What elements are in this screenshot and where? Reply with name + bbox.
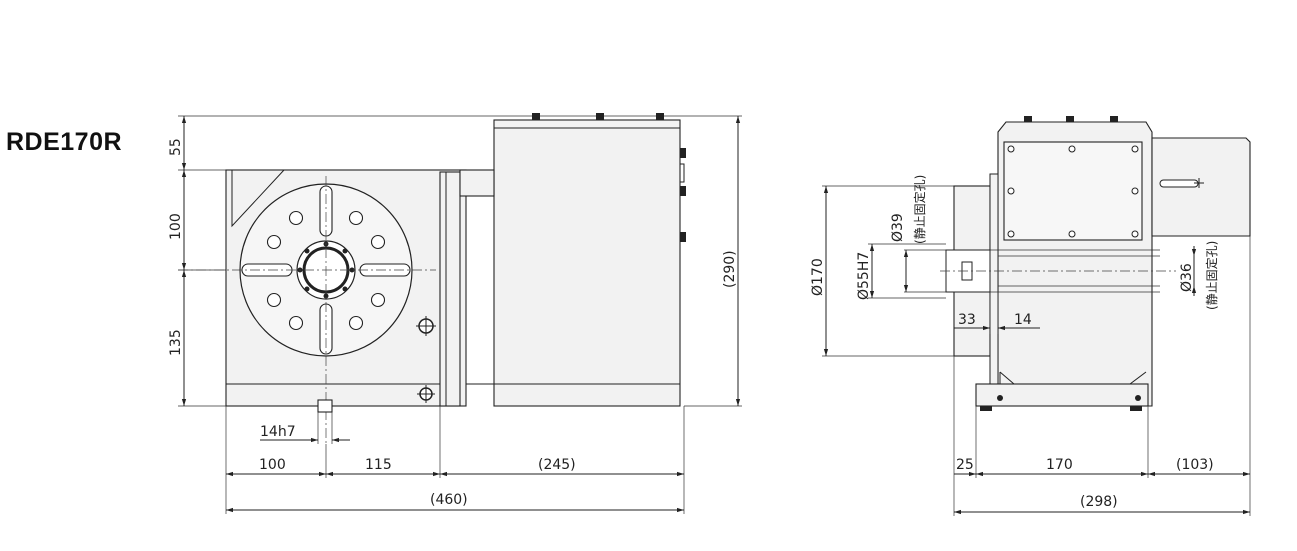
dim-d39: Ø39 <box>890 213 906 242</box>
dim-100-horizontal: 100 <box>259 457 286 473</box>
dim-460: (460) <box>430 492 468 508</box>
side-connectors <box>679 148 686 242</box>
note-36: (静止固定孔) <box>1204 241 1219 310</box>
side-feet <box>980 395 1142 411</box>
side-view: Ø170 Ø55H7 Ø39 (静止固定孔) Ø36 (静止固定孔) 33 14 <box>810 116 1251 516</box>
chamfer <box>231 169 285 228</box>
dim-55: 55 <box>168 138 184 156</box>
cover-screws <box>1007 145 1139 238</box>
drain-fitting-icon <box>417 385 435 403</box>
dim-245: (245) <box>538 457 576 473</box>
neck <box>459 169 495 197</box>
cover-plate <box>1003 141 1143 241</box>
dim-115: 115 <box>365 457 392 473</box>
dim-33: 33 <box>958 312 976 328</box>
side-flange <box>989 173 999 387</box>
dim-14: 14 <box>1014 312 1032 328</box>
front-view: 14h7 55 100 135 (290) 100 115 (245) <box>168 113 742 514</box>
center-bore-bolts <box>297 241 355 299</box>
dim-135: 135 <box>168 329 184 356</box>
key-block <box>317 399 333 413</box>
side-base <box>975 383 1149 407</box>
dim-d55h7: Ø55H7 <box>856 252 872 300</box>
bolt-holes <box>266 210 386 331</box>
dim-170-horizontal: 170 <box>1046 457 1073 473</box>
dim-d36: Ø36 <box>1179 263 1195 292</box>
dim-290: (290) <box>722 250 738 288</box>
drawing-title: RDE170R <box>6 128 123 156</box>
grease-fitting-icon <box>416 316 436 336</box>
dim-100-vertical: 100 <box>168 213 184 240</box>
motor-housing <box>493 119 681 407</box>
dim-d170: Ø170 <box>810 258 826 296</box>
dim-14h7: 14h7 <box>260 424 296 440</box>
dim-103: (103) <box>1176 457 1214 473</box>
handle-knob-icon <box>1194 178 1204 188</box>
motor-box <box>1151 137 1251 237</box>
dim-25: 25 <box>956 457 974 473</box>
side-top-bolts <box>1024 116 1118 122</box>
side-base-line <box>999 372 1148 385</box>
dim-298: (298) <box>1080 494 1118 510</box>
separator-plate <box>439 171 461 407</box>
top-bolts <box>532 113 664 120</box>
note-39: (静止固定孔) <box>912 175 927 244</box>
